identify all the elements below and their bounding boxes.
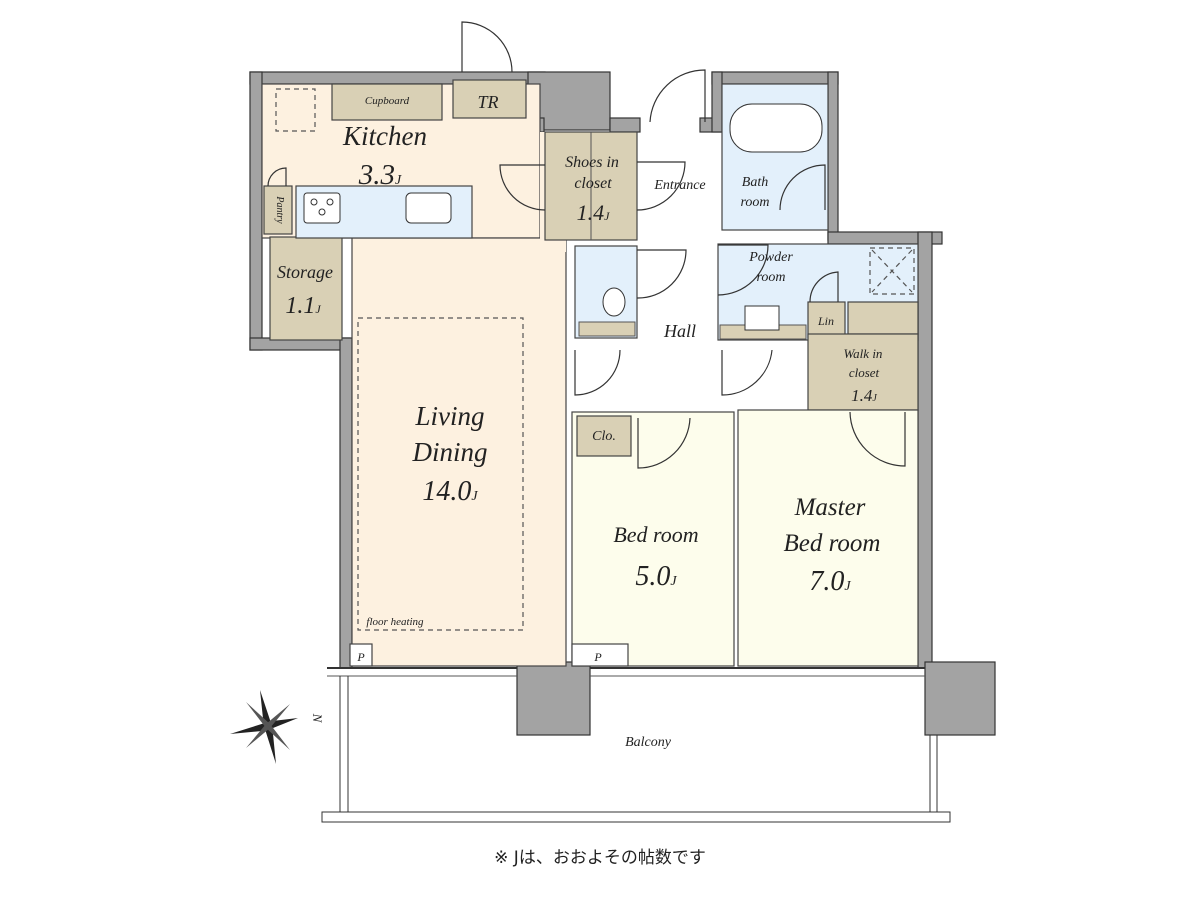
tr-box — [452, 79, 527, 119]
closet — [576, 415, 632, 457]
sink-icon — [405, 192, 452, 224]
storage-label: Storage — [277, 262, 333, 282]
powder-label-1: Powder — [748, 250, 793, 265]
shoes-label-2: closet — [574, 175, 612, 192]
walk-in-closet — [807, 333, 919, 411]
powder-label-2: room — [756, 270, 785, 285]
storage-size: 1.1J — [285, 293, 321, 319]
compass-icon — [230, 690, 298, 764]
toilet-icon — [602, 287, 626, 317]
master-bedroom — [737, 409, 919, 667]
stove-icon — [303, 192, 341, 224]
pantry — [263, 185, 293, 235]
master-label-2: Bed room — [784, 530, 881, 557]
bath-label-1: Bath — [742, 175, 768, 190]
bedroom-label: Bed room — [613, 522, 698, 547]
floor-heating-area — [357, 317, 524, 631]
footnote: ※ Jは、おおよその帖数です — [494, 848, 706, 868]
cupboard-label: Cupboard — [365, 95, 410, 107]
master-size: 7.0J — [809, 566, 851, 597]
lin-label: Lin — [817, 314, 834, 328]
bedroom-size: 5.0J — [635, 561, 677, 592]
pipe-space-1-label: P — [356, 650, 365, 664]
pipe-space-2 — [571, 643, 629, 667]
washbasin-icon — [744, 305, 780, 331]
bath-label-2: room — [740, 195, 769, 210]
living-label-1: Living — [414, 401, 484, 431]
kitchen-size: 3.3J — [358, 159, 402, 191]
walkin-size: 1.4J — [851, 386, 877, 405]
entrance-label: Entrance — [653, 178, 705, 193]
storage — [269, 236, 343, 341]
clo-label: Clo. — [592, 429, 616, 444]
pipe-space-1 — [349, 643, 373, 667]
hall-label: Hall — [663, 321, 696, 341]
walkin-label-1: Walk in — [844, 346, 883, 361]
north-label: N — [310, 713, 325, 724]
doors — [267, 21, 906, 469]
cupboard — [331, 83, 443, 121]
balcony-label: Balcony — [625, 735, 672, 750]
living-dining-area — [351, 237, 567, 667]
tr-label: TR — [477, 92, 498, 112]
pantry-label: Pantry — [274, 195, 285, 224]
living-size: 14.0J — [422, 476, 478, 507]
pipe-space-2-label: P — [593, 650, 602, 664]
ceiling-dashed — [275, 88, 316, 132]
master-label-1: Master — [794, 494, 866, 521]
living-label-2: Dining — [411, 437, 487, 467]
shoes-label-1: Shoes in — [565, 154, 619, 171]
bathtub-icon — [729, 103, 823, 153]
floor-heating-label: floor heating — [366, 616, 424, 628]
shoes-size: 1.4J — [577, 200, 611, 225]
balcony-outline — [321, 667, 951, 823]
walkin-label-2: closet — [849, 365, 880, 380]
kitchen-label: Kitchen — [342, 121, 427, 151]
